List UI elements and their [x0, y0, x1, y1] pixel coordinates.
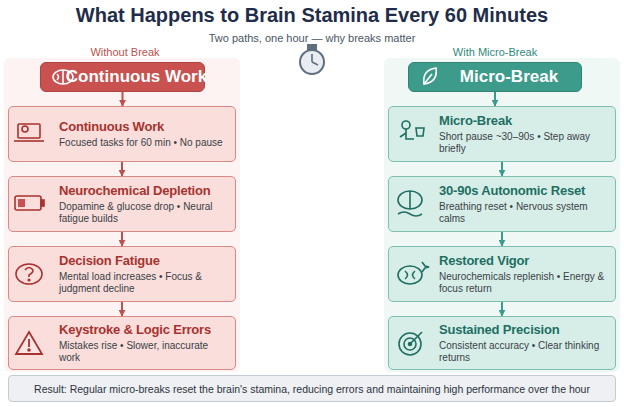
box-heading: Sustained Precision [439, 322, 611, 338]
process-box: Keystroke & Logic ErrorsMistakes rise • … [8, 316, 236, 370]
box-body: Mistakes rise • Slower, inaccurate work [59, 340, 231, 364]
path-header: Micro-Break [408, 62, 582, 92]
result-text: Result: Regular micro-breaks reset the b… [34, 383, 590, 395]
header-text: Continuous Work [66, 67, 207, 87]
process-box: Continuous WorkFocused tasks for 60 min … [8, 106, 236, 162]
flow-arrow [501, 302, 503, 316]
path-header: Continuous Work [40, 62, 205, 92]
diagram-title: What Happens to Brain Stamina Every 60 M… [0, 4, 624, 27]
flow-arrow [494, 92, 496, 106]
stopwatch-icon [300, 45, 324, 74]
path-label: Without Break [60, 46, 190, 58]
path-label: Two paths, one hour — why breaks matter [0, 32, 624, 44]
flow-arrow [121, 162, 123, 176]
flow-arrow [121, 302, 123, 316]
process-box: 30-90s Autonomic ResetBreathing reset • … [388, 176, 616, 232]
header-text: Micro-Break [460, 67, 558, 87]
box-heading: Micro-Break [439, 113, 611, 129]
box-body: Neurochemicals replenish • Energy & focu… [439, 271, 611, 295]
process-box: Sustained PrecisionConsistent accuracy •… [388, 316, 616, 370]
box-heading: Decision Fatigue [59, 253, 231, 269]
box-heading: Restored Vigor [439, 253, 611, 269]
box-body: Short pause ~30–90s • Step away briefly [439, 131, 611, 155]
right-panel [384, 58, 620, 372]
box-heading: 30-90s Autonomic Reset [439, 183, 611, 199]
box-heading: Neurochemical Depletion [59, 183, 231, 199]
flow-arrow [122, 92, 124, 106]
box-body: Mental load increases • Focus & judgment… [59, 271, 231, 295]
flow-arrow [501, 162, 503, 176]
box-heading: Continuous Work [59, 119, 231, 135]
box-heading: Keystroke & Logic Errors [59, 322, 231, 338]
left-panel [4, 58, 240, 372]
box-body: Dopamine & glucose drop • Neural fatigue… [59, 201, 231, 225]
box-body: Breathing reset • Nervous system calms [439, 201, 611, 225]
result-band: Result: Regular micro-breaks reset the b… [8, 375, 616, 402]
process-box: Micro-BreakShort pause ~30–90s • Step aw… [388, 106, 616, 162]
path-label: With Micro-Break [420, 46, 570, 58]
flow-arrow [121, 232, 123, 246]
box-body: Consistent accuracy • Clear thinking ret… [439, 340, 611, 364]
flow-arrow [501, 232, 503, 246]
box-body: Focused tasks for 60 min • No pause [59, 137, 231, 149]
